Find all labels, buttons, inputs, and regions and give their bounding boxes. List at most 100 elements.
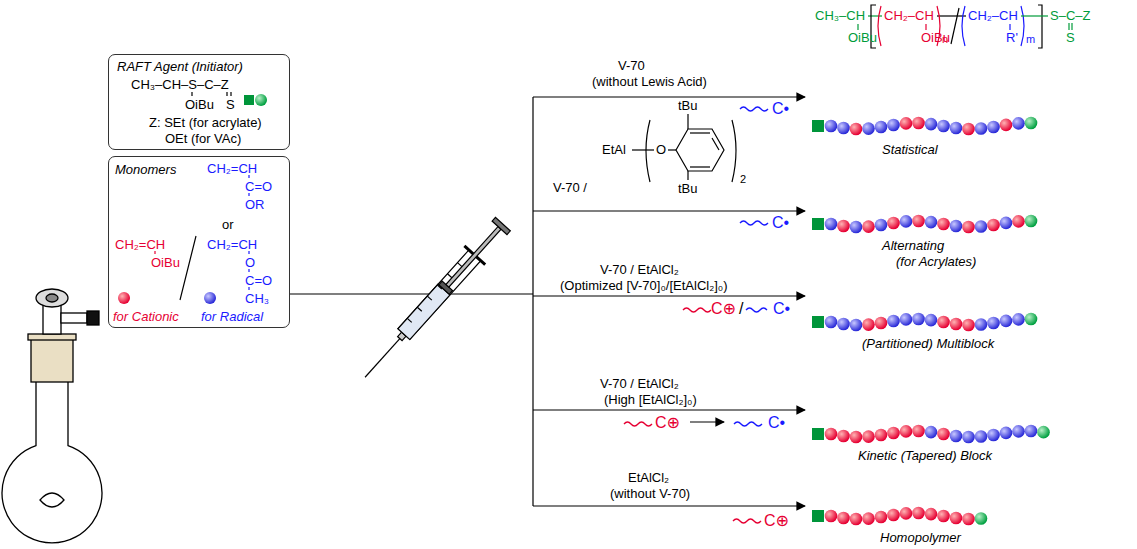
chain-unit [975,122,988,135]
chain-unit [850,431,863,444]
condition-text: 2 [740,172,746,187]
chain-unit [950,220,963,233]
structure-text: O [245,255,255,270]
active-species: C⊕ [711,300,736,318]
chain-unit [1012,215,1025,228]
chain-unit [900,117,913,130]
chain-unit [1012,313,1025,326]
structure-text: OR [245,197,265,212]
cationic-monomer-icon [118,292,130,304]
chain-unit [937,510,950,523]
condition-text: (High [EtAlCl₂]₀) [604,392,697,407]
chain-unit [912,215,925,228]
chain-end-waves [624,107,768,523]
chain-unit [875,429,888,442]
structure-text: C=O [245,273,272,288]
chain-unit [962,431,975,444]
chain-unit [1025,117,1038,130]
chain-unit [912,117,925,130]
flask [2,289,102,543]
chain-unit [962,123,975,136]
product-label: Kinetic (Tapered) Block [858,448,992,463]
chain-unit [962,221,975,234]
condition-text: V-70 / EtAlCl₂ [600,376,679,391]
chain-unit [912,313,925,326]
condition-text: tBu [678,98,698,113]
polymer-formula: n [942,32,948,47]
chain-unit [862,512,875,525]
chain-unit [987,429,1000,442]
active-species: C• [773,300,790,318]
structure-text: CH₃ [245,291,269,306]
chain-unit [987,219,1000,232]
condition-text: (Optimized [V-70]₀/[EtAlCl₂]₀) [560,278,728,293]
chain-unit [875,219,888,232]
structure-text: or [222,217,234,232]
chain-unit [1000,119,1013,132]
chain-unit [837,122,850,135]
chain-unit [900,215,913,228]
chain-unit [962,319,975,332]
chain-unit [975,512,988,525]
condition-text: V-70 [618,58,645,73]
chain-unit [850,123,863,136]
chain-unit [937,120,950,133]
chain-unit [887,427,900,440]
chain-unit [900,313,913,326]
aryloxide-structure [632,114,736,182]
chain-unit [825,218,838,231]
product-label: Homopolymer [880,530,961,545]
chain-unit [962,513,975,526]
structure-text: Z: SEt (for acrylate) [149,115,262,130]
polymer-formula: R' [1006,30,1018,45]
structure-text: CH₂=CH [207,237,257,252]
chain-unit [1000,427,1013,440]
active-species: C⊕ [655,414,680,432]
chain-unit [1037,426,1050,439]
structure-text: CH₃–CH–S–C–Z [131,77,229,92]
chain-unit [975,318,988,331]
product-label: Alternating [882,238,944,253]
structure-text: RAFT Agent (Initiator) [117,59,243,74]
polymer-chains [812,117,1050,526]
condition-text: EtAlCl₂ [628,470,669,485]
polymer-formula: m [1026,32,1035,47]
raft-bonds [192,92,231,96]
chain-unit [1012,117,1025,130]
chain-unit [812,428,824,440]
chain-unit [925,508,938,521]
chain-unit [900,507,913,520]
active-species: C⊕ [764,512,789,530]
chain-unit [1025,425,1038,438]
chain-unit [837,318,850,331]
chain-unit [950,512,963,525]
raft-icon [244,95,254,105]
chain-unit [1000,217,1013,230]
chain-unit [862,220,875,233]
active-species: / [739,300,743,318]
chain-unit [937,316,950,329]
condition-text: O [656,142,666,157]
product-label: Statistical [882,142,938,157]
structure-text: S [226,97,235,112]
chain-unit [887,217,900,230]
chain-unit [950,318,963,331]
polymer-formula: CH₂–CH [968,8,1018,23]
chain-unit [925,426,938,439]
chain-unit [912,425,925,438]
chain-unit [837,512,850,525]
chain-unit [987,317,1000,330]
chain-unit [825,510,838,523]
chain-unit [975,220,988,233]
condition-text: tBu [678,181,698,196]
chain-unit [1000,315,1013,328]
structure-text: CH₂=CH [115,237,165,252]
product-label: (Partitioned) Multiblock [862,336,994,351]
structure-text: for Radical [201,309,263,324]
chain-unit [850,319,863,332]
chain-unit [875,317,888,330]
active-species: C• [768,414,785,432]
chain-unit [925,118,938,131]
product-label: (for Acrylates) [896,254,976,269]
condition-text: V-70 / [553,180,587,195]
